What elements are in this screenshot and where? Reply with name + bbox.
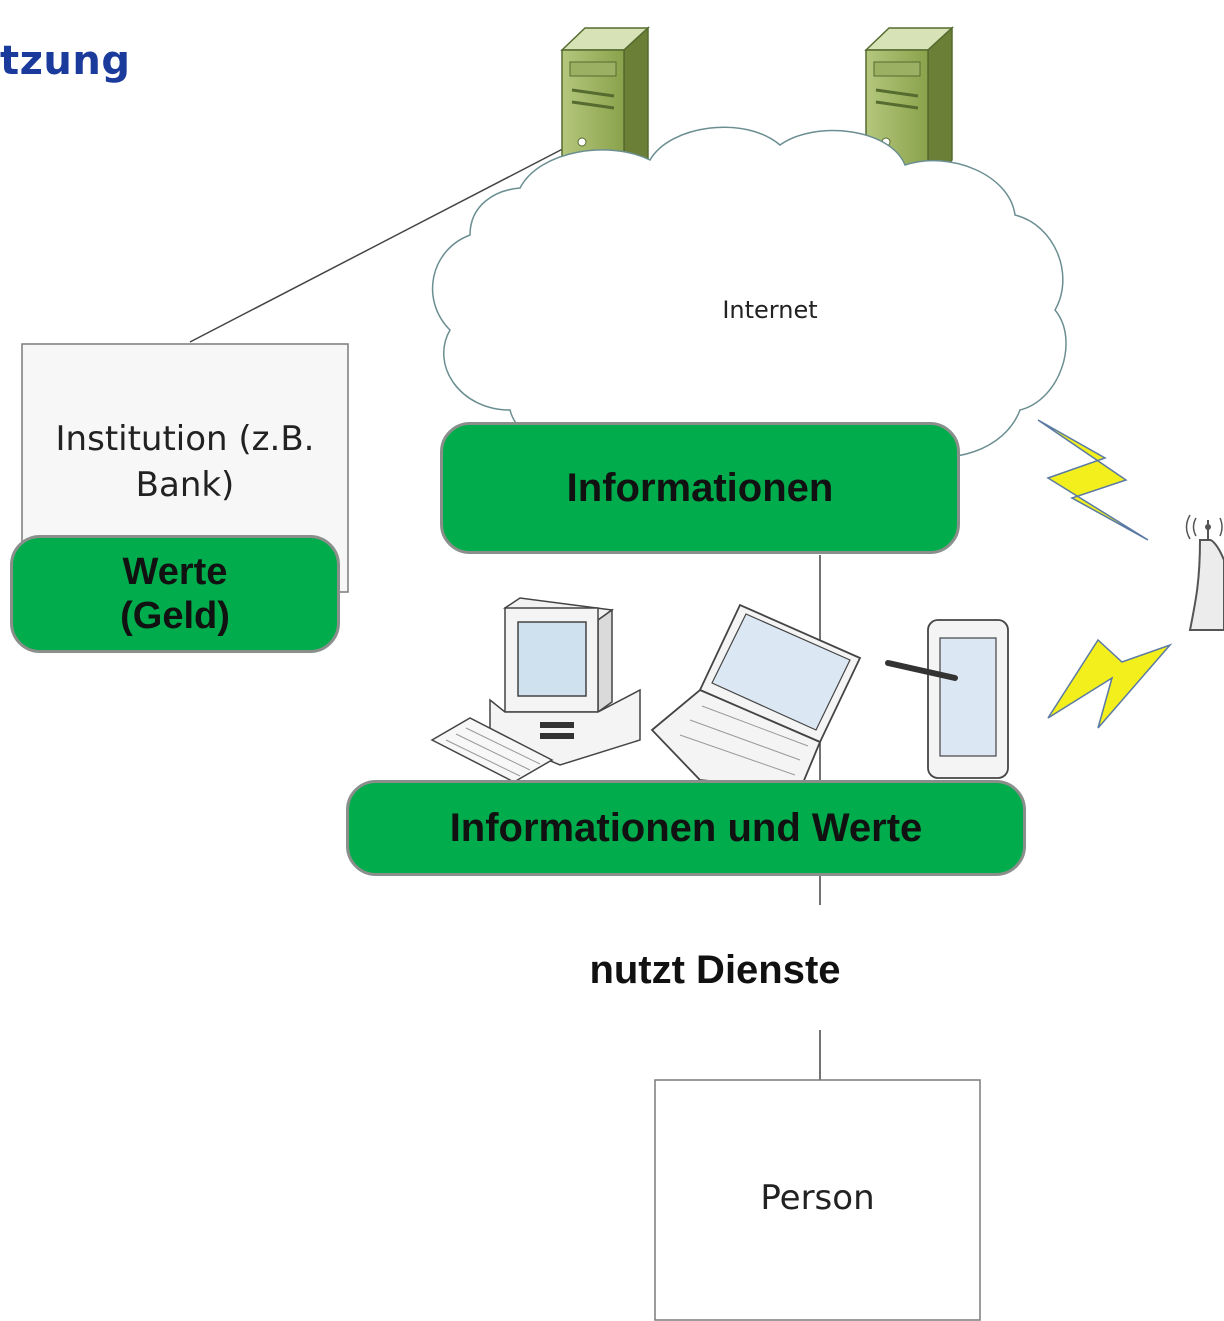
person-box bbox=[654, 1079, 981, 1321]
cloud-icon bbox=[431, 126, 1067, 481]
werte-label: Werte (Geld) bbox=[10, 535, 340, 653]
institution-label: Institution (z.B. Bank) bbox=[55, 419, 315, 505]
lightning-icon bbox=[1047, 638, 1173, 729]
desktop-computer-icon bbox=[430, 597, 641, 783]
informationen-label: Informationen bbox=[440, 422, 960, 554]
wifi-router-icon bbox=[1185, 514, 1224, 631]
informationen-und-werte-label: Informationen und Werte bbox=[346, 780, 1026, 876]
lightning-icon bbox=[1037, 419, 1149, 541]
internet-label: Internet bbox=[722, 296, 818, 324]
tablet-icon bbox=[885, 619, 1009, 779]
institution-to-server-connector bbox=[189, 139, 581, 343]
nutzt-dienste-label: nutzt Dienste bbox=[589, 948, 841, 992]
person-label: Person bbox=[760, 1178, 875, 1218]
laptop-icon bbox=[650, 603, 862, 791]
page-title: tzung bbox=[0, 38, 131, 84]
